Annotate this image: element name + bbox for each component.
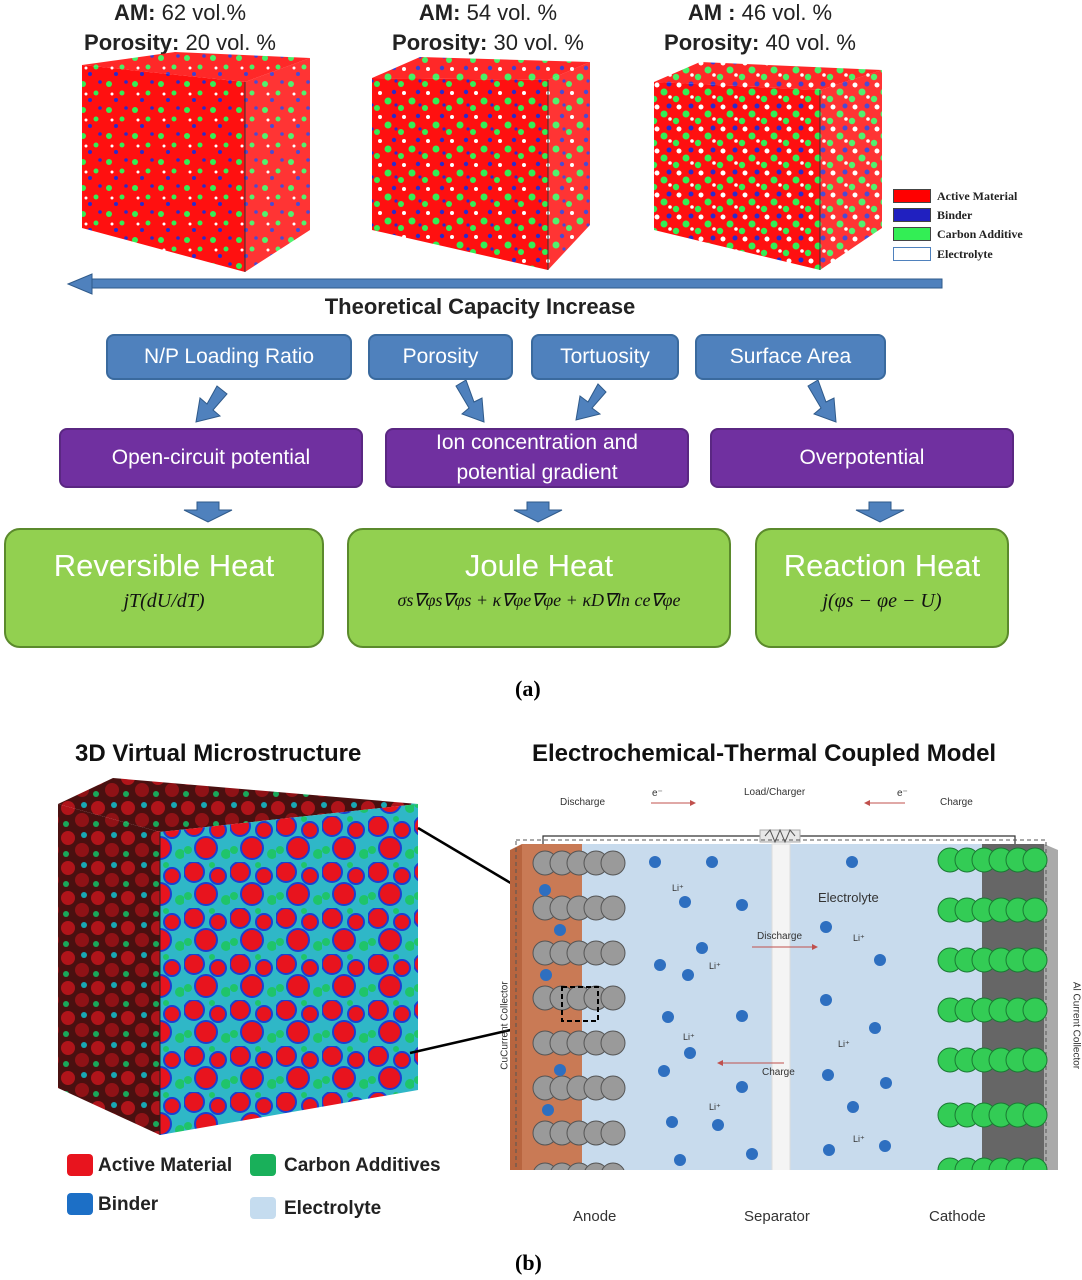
li-ion-label: Li⁺	[683, 1032, 695, 1042]
arrow-down-right	[455, 380, 485, 423]
right-title: Electrochemical-Thermal Coupled Model	[532, 740, 997, 767]
panel-label-b: (b)	[515, 1250, 542, 1275]
electron-left-label: e⁻	[652, 788, 663, 799]
left-title: 3D Virtual Microstructure	[75, 740, 362, 767]
microstructure-cube-2	[372, 57, 590, 270]
arrow-down	[513, 501, 563, 523]
legend-label: Carbon Additives	[284, 1155, 441, 1176]
legend-label: Carbon Additive	[937, 227, 1023, 241]
arrow-down	[183, 501, 233, 523]
legend-swatch	[67, 1154, 93, 1176]
discharge-top-label: Discharge	[560, 797, 606, 808]
legend-label: Electrolyte	[284, 1198, 382, 1219]
porosity-label: Porosity:	[84, 30, 180, 55]
heat-title: Joule Heat	[464, 548, 614, 583]
virtual-microstructure-cube	[58, 778, 418, 1135]
discharge-mid-label: Discharge	[757, 931, 803, 942]
legend-label: Binder	[98, 1194, 159, 1215]
anode-label: Anode	[573, 1208, 617, 1225]
electron-right-label: e⁻	[897, 788, 908, 799]
li-ion-label: Li⁺	[853, 933, 865, 943]
joule-heat-box: Joule Heat σs∇φs∇φs + κ∇φe∇φe + κD∇ln ce…	[347, 528, 731, 648]
cube-caption-2: AM: 54 vol. % Porosity: 30 vol. %	[338, 0, 638, 58]
charge-top-label: Charge	[940, 797, 973, 808]
porosity-value: 30 vol. %	[487, 30, 584, 55]
factor-tortuosity: Tortuosity	[531, 334, 679, 380]
load-charger-label: Load/Charger	[744, 787, 806, 798]
charge-mid-label: Charge	[762, 1067, 795, 1078]
effect-overpotential: Overpotential	[710, 428, 1014, 488]
effect-ocp: Open-circuit potential	[59, 428, 363, 488]
microstructure-cube-3	[654, 62, 882, 270]
li-ion-label: Li⁺	[709, 961, 721, 971]
am-value: 46 vol. %	[735, 0, 833, 25]
legend-label: Active Material	[98, 1155, 233, 1176]
am-label: AM:	[418, 0, 461, 25]
arrow-down-right	[807, 380, 837, 423]
li-ion-label: Li⁺	[838, 1039, 850, 1049]
cube-caption-3: AM : 46 vol. % Porosity: 40 vol. %	[610, 0, 910, 58]
li-ion-label: Li⁺	[709, 1102, 721, 1112]
effect-arrows	[183, 501, 905, 523]
porosity-label: Porosity:	[392, 30, 488, 55]
reaction-heat-box: Reaction Heat j(φs − φe − U)	[755, 528, 1009, 648]
effect-ion-gradient: Ion concentration and potential gradient	[385, 428, 689, 488]
arrow-down-left	[195, 385, 228, 423]
porosity-label: Porosity:	[664, 30, 760, 55]
am-value: 62 vol.%	[155, 0, 247, 25]
electrolyte-label: Electrolyte	[818, 890, 879, 905]
cube-caption-1: AM: 62 vol.% Porosity: 20 vol. %	[30, 0, 330, 58]
factor-porosity: Porosity	[368, 334, 513, 380]
al-collector-label: Al Current Collector	[1070, 981, 1082, 1070]
legend-swatch	[250, 1197, 276, 1219]
capacity-arrow	[66, 273, 943, 295]
cu-collector-label: CuCurrent Collector	[499, 981, 511, 1070]
arrow-label: Theoretical Capacity Increase	[324, 294, 636, 319]
arrow-down-left	[575, 383, 607, 421]
factor-surface-area: Surface Area	[695, 334, 886, 380]
legend-swatch	[250, 1154, 276, 1176]
legend-swatch	[893, 227, 931, 241]
panel-label-a: (a)	[515, 676, 541, 701]
microstructure-cube-1	[82, 52, 310, 272]
factor-np-ratio: N/P Loading Ratio	[106, 334, 352, 380]
legend-label: Binder	[937, 208, 973, 222]
legend-swatch	[893, 208, 931, 222]
cubes-svg	[66, 52, 943, 295]
li-ion-label: Li⁺	[853, 1134, 865, 1144]
legend-label: Electrolyte	[937, 247, 993, 261]
am-value: 54 vol. %	[460, 0, 558, 25]
heat-title: Reaction Heat	[783, 548, 981, 583]
arrow-down	[855, 501, 905, 523]
panel-b-svg	[58, 778, 1058, 1170]
legend-label: Active Material	[937, 189, 1018, 203]
heat-equation: σs∇φs∇φs + κ∇φe∇φe + κD∇ln ce∇φe	[397, 590, 681, 610]
porosity-value: 40 vol. %	[759, 30, 856, 55]
heat-title: Reversible Heat	[53, 548, 275, 583]
am-label: AM:	[113, 0, 156, 25]
separator-label: Separator	[744, 1208, 810, 1225]
porosity-value: 20 vol. %	[179, 30, 276, 55]
reversible-heat-box: Reversible Heat jT(dU/dT)	[4, 528, 324, 648]
heat-equation: jT(dU/dT)	[123, 590, 205, 612]
am-label: AM :	[687, 0, 736, 25]
legend-swatch	[67, 1193, 93, 1215]
battery-model	[510, 800, 1058, 1170]
legend-swatch	[893, 247, 931, 261]
cathode-label: Cathode	[929, 1208, 986, 1225]
legend-swatch	[893, 189, 931, 203]
heat-equation: j(φs − φe − U)	[822, 590, 942, 612]
li-ion-label: Li⁺	[672, 883, 684, 893]
factor-arrows	[195, 380, 837, 423]
